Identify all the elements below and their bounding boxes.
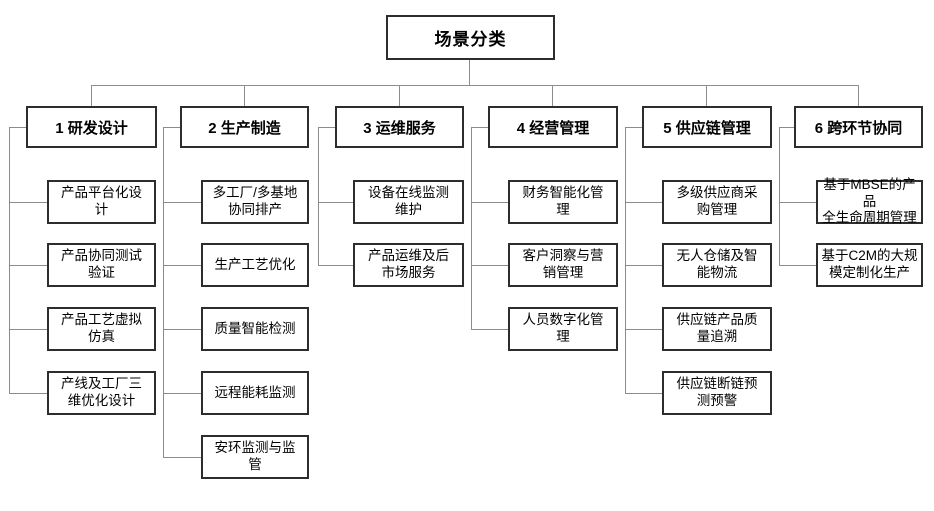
connector-col1-item1: [9, 202, 47, 203]
scenario-box-safety-env-monitoring: 安环监测与监 管: [201, 435, 309, 479]
connector-col2-item1: [163, 202, 201, 203]
connector-col5-item2: [625, 265, 662, 266]
connector-col5-header-link: [625, 127, 642, 128]
connector-col2-item3: [163, 329, 201, 330]
connector-col2-header-link: [163, 127, 180, 128]
connector-col5-item3: [625, 329, 662, 330]
scenario-box-supply-chain-break-warning: 供应链断链预 测预警: [662, 371, 772, 415]
scenario-box-process-virtual-simulation: 产品工艺虚拟 仿真: [47, 307, 156, 351]
connector-col2-item5: [163, 457, 201, 458]
connector-col3-spine: [318, 127, 319, 265]
category-header-rd-design: 1 研发设计: [26, 106, 157, 148]
connector-col4-item3: [471, 329, 508, 330]
scenario-box-mbse-lifecycle-management: 基于MBSE的产品 全生命周期管理: [816, 177, 923, 225]
scenario-box-line-factory-3d-design: 产线及工厂三 维优化设计: [47, 371, 156, 415]
connector-col4-item1: [471, 202, 508, 203]
category-header-production: 2 生产制造: [180, 106, 309, 148]
scenario-box-supply-chain-quality-trace: 供应链产品质 量追溯: [662, 307, 772, 351]
connector-col3-item1: [318, 202, 353, 203]
scenario-box-customer-insight-marketing: 客户洞察与营 销管理: [508, 243, 618, 287]
connector-col6-item2: [779, 265, 816, 266]
connector-branch-stub-1: [91, 85, 92, 106]
connector-col2-spine: [163, 127, 164, 457]
connector-distribution-line: [91, 85, 859, 86]
connector-col6-item1: [779, 202, 816, 203]
connector-col6-header-link: [779, 127, 794, 128]
connector-branch-stub-3: [399, 85, 400, 106]
connector-root-stem: [469, 60, 470, 85]
connector-col1-spine: [9, 127, 10, 393]
scenario-box-multi-factory-scheduling: 多工厂/多基地 协同排产: [201, 180, 309, 224]
scenario-box-process-optimization: 生产工艺优化: [201, 243, 309, 287]
connector-col5-item1: [625, 202, 662, 203]
connector-col1-item4: [9, 393, 47, 394]
category-header-business-management: 4 经营管理: [488, 106, 618, 148]
category-header-operation-service: 3 运维服务: [335, 106, 464, 148]
scenario-box-personnel-digital-management: 人员数字化管 理: [508, 307, 618, 351]
category-header-cross-link-collaboration: 6 跨环节协同: [794, 106, 923, 148]
scenario-box-c2m-mass-customization: 基于C2M的大规 模定制化生产: [816, 243, 923, 287]
connector-col3-item2: [318, 265, 353, 266]
scenario-box-unmanned-warehouse-logistics: 无人仓储及智 能物流: [662, 243, 772, 287]
connector-col3-header-link: [318, 127, 335, 128]
scenario-box-product-platform-design: 产品平台化设 计: [47, 180, 156, 224]
root-node: 场景分类: [386, 15, 555, 60]
scenario-box-remote-energy-monitoring: 远程能耗监测: [201, 371, 309, 415]
scenario-box-multi-tier-supplier-procurement: 多级供应商采 购管理: [662, 180, 772, 224]
scenario-box-product-collaborative-testing: 产品协同测试 验证: [47, 243, 156, 287]
category-header-supply-chain: 5 供应链管理: [642, 106, 772, 148]
scenario-box-product-om-aftermarket: 产品运维及后 市场服务: [353, 243, 464, 287]
connector-branch-stub-2: [244, 85, 245, 106]
connector-col6-spine: [779, 127, 780, 265]
connector-col2-item2: [163, 265, 201, 266]
connector-branch-stub-6: [858, 85, 859, 106]
connector-col1-header-link: [9, 127, 26, 128]
connector-col5-spine: [625, 127, 626, 393]
connector-col1-item3: [9, 329, 47, 330]
connector-col4-item2: [471, 265, 508, 266]
connector-branch-stub-4: [552, 85, 553, 106]
connector-col4-spine: [471, 127, 472, 329]
connector-branch-stub-5: [706, 85, 707, 106]
connector-col1-item2: [9, 265, 47, 266]
scenario-box-equipment-online-monitoring: 设备在线监测 维护: [353, 180, 464, 224]
scenario-box-intelligent-finance: 财务智能化管 理: [508, 180, 618, 224]
connector-col4-header-link: [471, 127, 488, 128]
connector-col5-item4: [625, 393, 662, 394]
connector-col2-item4: [163, 393, 201, 394]
scenario-box-quality-smart-inspection: 质量智能检测: [201, 307, 309, 351]
